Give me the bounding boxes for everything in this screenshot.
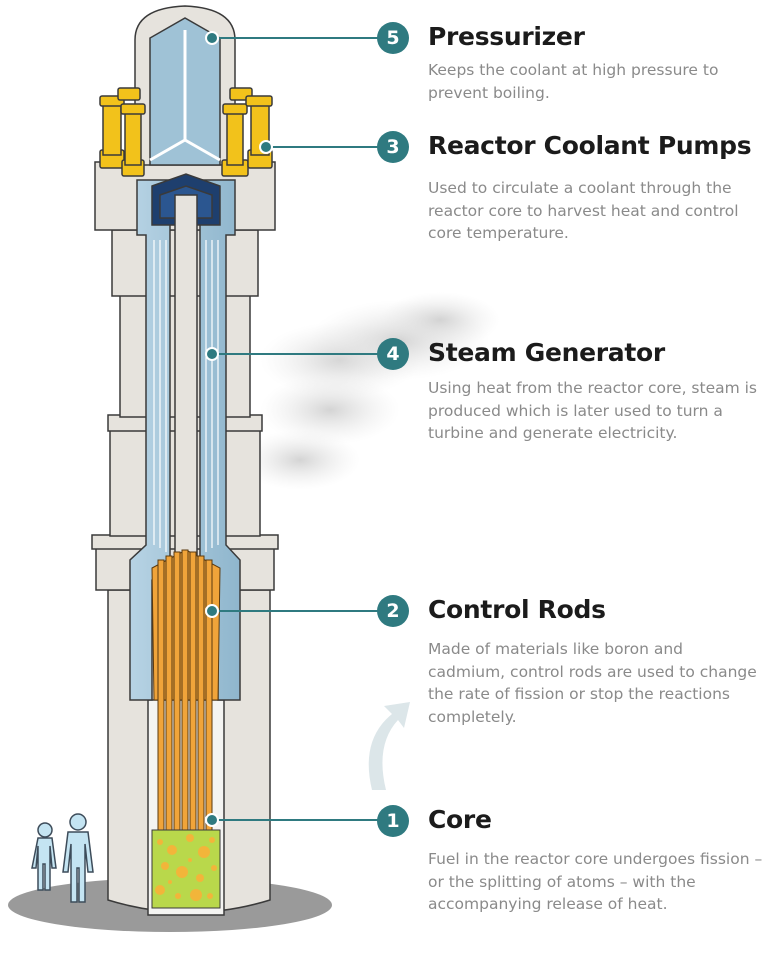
badge-coolant-pumps: 3	[377, 131, 409, 163]
control-rods	[151, 549, 221, 831]
connector-lines	[212, 37, 378, 821]
desc-coolant-pumps: Used to circulate a coolant through the …	[428, 179, 739, 242]
desc-pressurizer: Keeps the coolant at high pressure to pr…	[428, 61, 719, 102]
badge-steam-generator: 4	[377, 338, 409, 370]
steam-cloud	[240, 292, 500, 490]
title-control-rods: Control Rods	[428, 595, 606, 624]
title-coolant-pumps: Reactor Coolant Pumps	[428, 131, 752, 160]
people-silhouette-icon	[31, 813, 94, 903]
badge-control-rods: 2	[377, 595, 409, 627]
badge-core: 1	[377, 805, 409, 837]
reactor-coolant-pumps	[99, 87, 273, 177]
desc-core: Fuel in the reactor core undergoes fissi…	[428, 850, 763, 913]
desc-control-rods: Made of materials like boron and cadmium…	[428, 640, 757, 726]
pressurizer-vessel	[134, 5, 236, 166]
desc-steam-generator: Using heat from the reactor core, steam …	[428, 379, 758, 442]
title-steam-generator: Steam Generator	[428, 338, 665, 367]
badge-pressurizer: 5	[377, 22, 409, 54]
connector-dots	[205, 31, 273, 827]
title-core: Core	[428, 805, 492, 834]
title-pressurizer: Pressurizer	[428, 22, 585, 51]
reactor-core	[151, 829, 221, 909]
up-arrow-icon	[368, 702, 410, 790]
